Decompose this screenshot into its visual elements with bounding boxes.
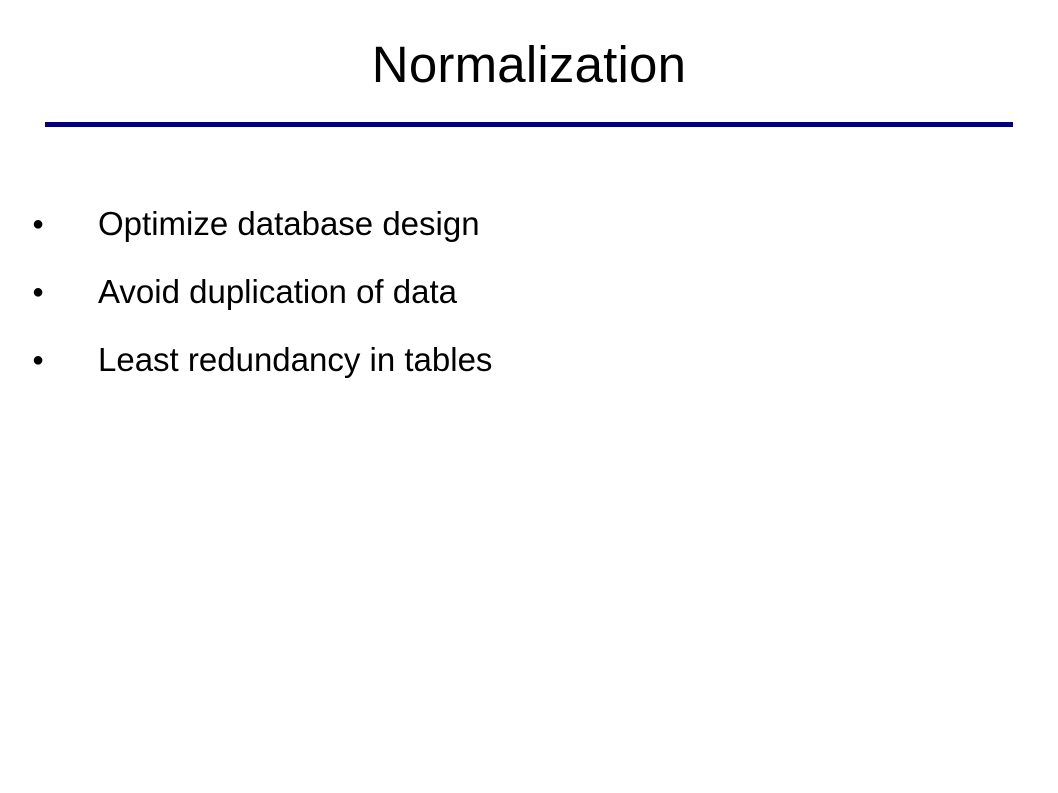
bullet-list: ● Optimize database design ● Avoid dupli…: [32, 190, 492, 394]
bullet-item: ● Least redundancy in tables: [32, 326, 492, 394]
bullet-icon: ●: [32, 213, 45, 235]
bullet-icon: ●: [32, 349, 45, 371]
bullet-item: ● Avoid duplication of data: [32, 258, 492, 326]
bullet-text: Optimize database design: [98, 205, 480, 242]
bullet-text: Least redundancy in tables: [98, 341, 493, 378]
title-divider: [45, 122, 1013, 127]
bullet-text: Avoid duplication of data: [98, 273, 457, 310]
slide-title: Normalization: [371, 36, 687, 93]
bullet-icon: ●: [32, 281, 45, 303]
bullet-item: ● Optimize database design: [32, 190, 492, 258]
